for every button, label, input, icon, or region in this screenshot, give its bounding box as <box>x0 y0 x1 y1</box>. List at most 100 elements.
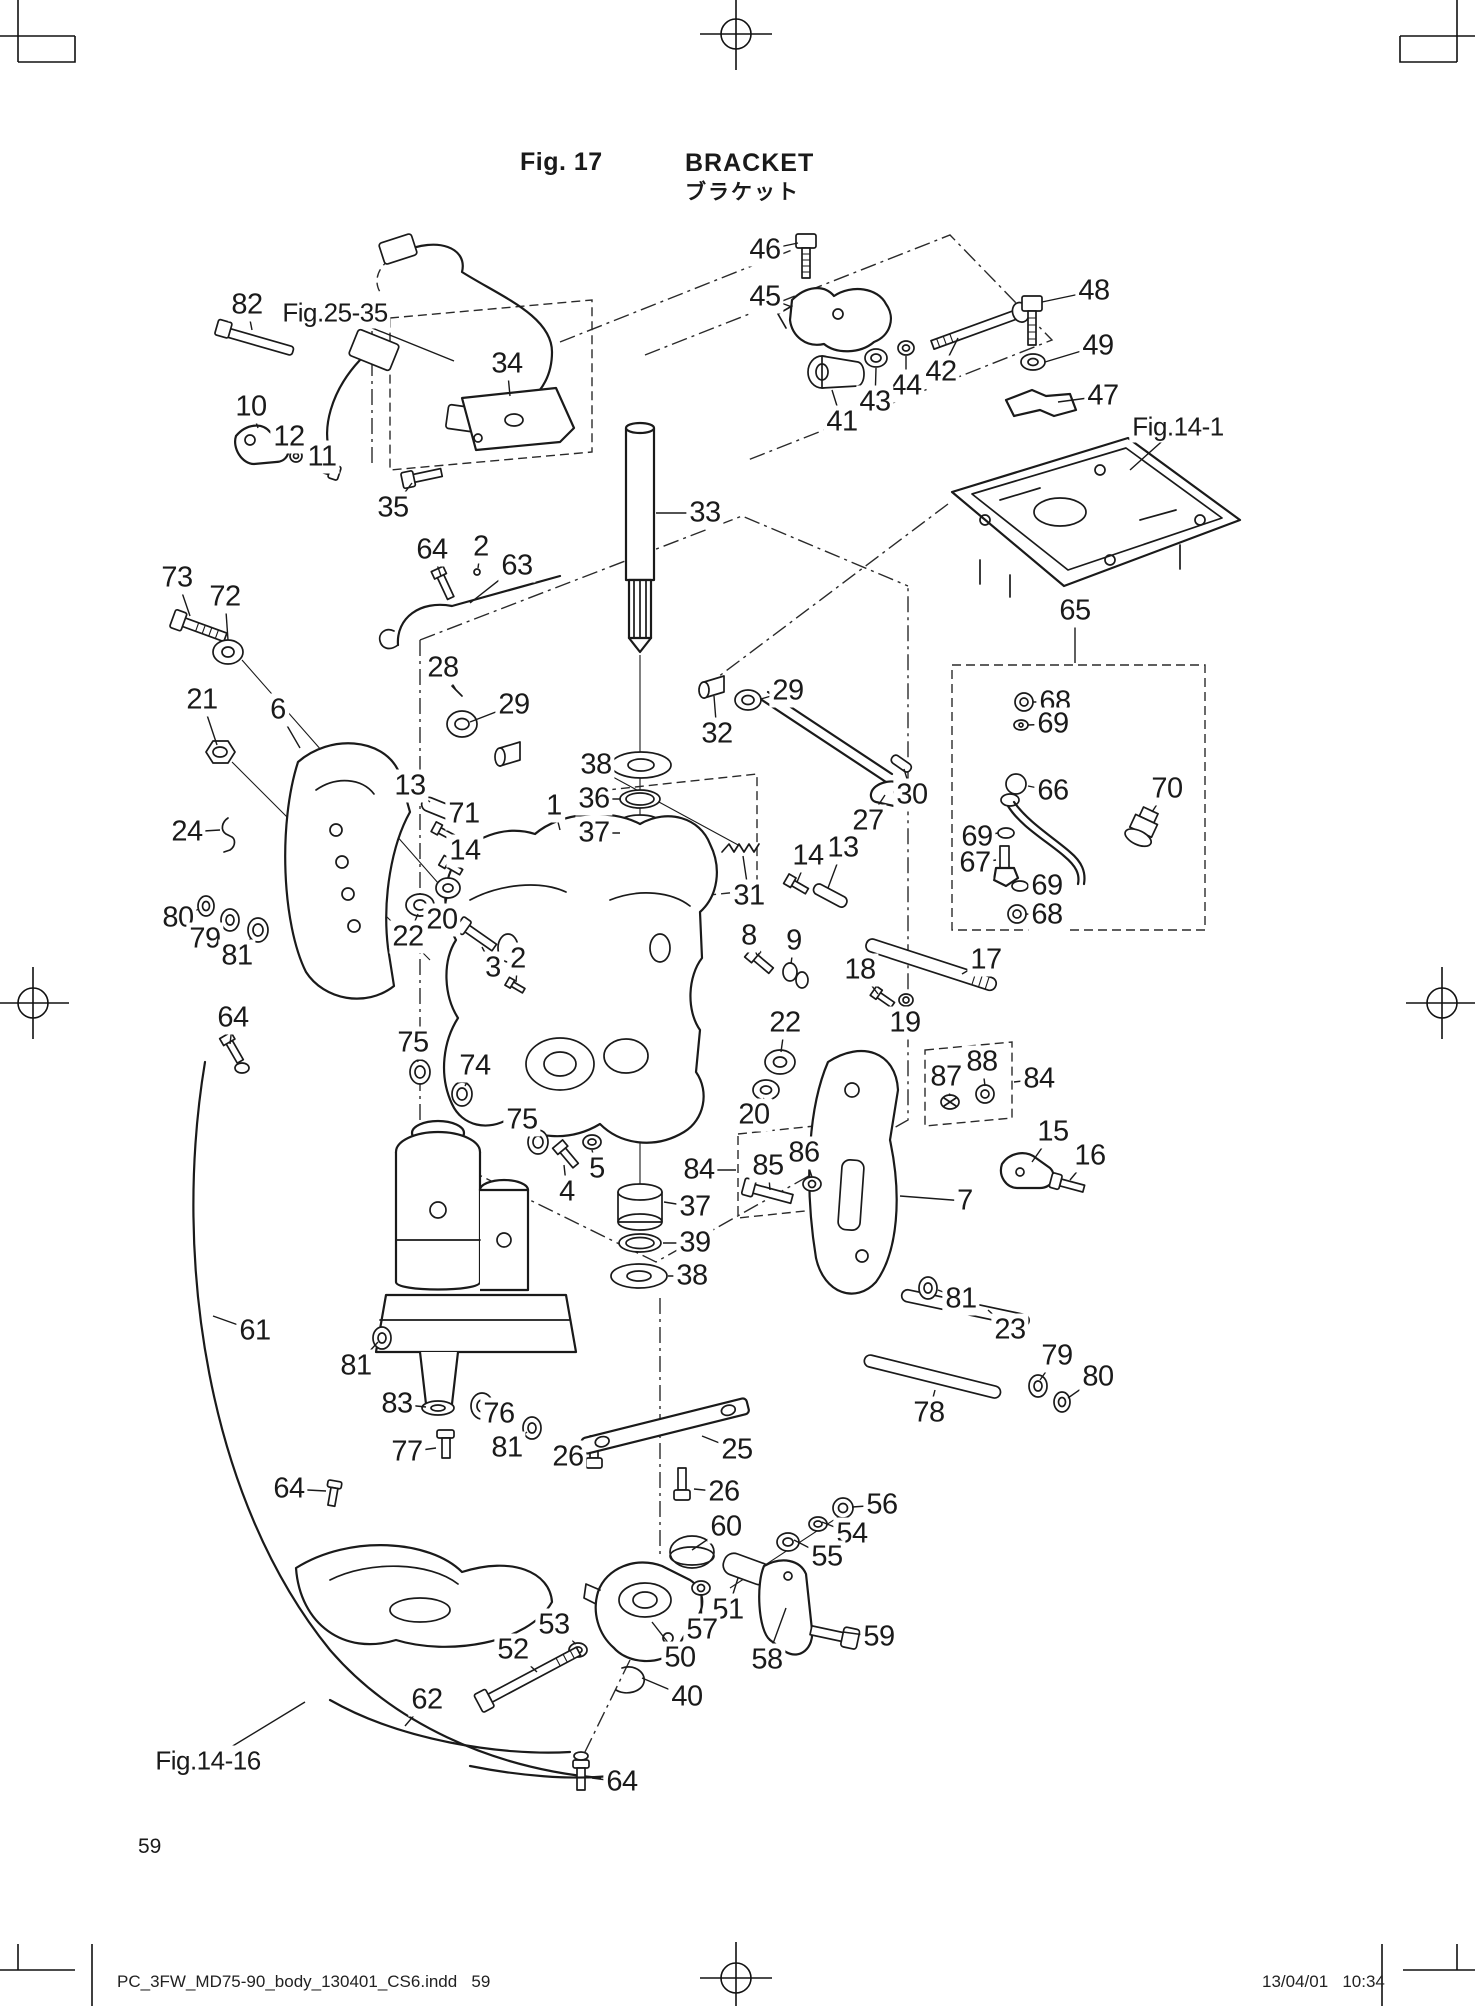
callout-79-57: 79 <box>186 922 224 956</box>
callout-84-71: 84 <box>1020 1062 1058 1096</box>
callout-83-85: 83 <box>378 1387 416 1421</box>
callout-34-12: 34 <box>488 347 526 381</box>
callout-48-4: 48 <box>1075 274 1113 308</box>
callout-79-94: 79 <box>1038 1339 1076 1373</box>
callout-69-41: 69 <box>1034 707 1072 741</box>
callout-69-46: 69 <box>1028 869 1066 903</box>
callout-23-93: 23 <box>991 1313 1029 1347</box>
callout-67-45: 67 <box>956 846 994 880</box>
callout-62-110: 62 <box>408 1683 446 1717</box>
leader-line-76 <box>899 1195 966 1202</box>
throttle-rod <box>378 565 562 650</box>
callout-42-7: 42 <box>922 355 960 389</box>
callout-4-68: 4 <box>556 1175 578 1209</box>
callout-56-98: 56 <box>863 1488 901 1522</box>
callout-59-108: 59 <box>860 1620 898 1654</box>
callout-37-32: 37 <box>575 816 613 850</box>
callout-15-74: 15 <box>1034 1115 1072 1149</box>
callout-21-26: 21 <box>183 683 221 717</box>
callout-75-66: 75 <box>503 1103 541 1137</box>
callout-70-43: 70 <box>1148 772 1186 806</box>
callout-13-50: 13 <box>824 831 862 865</box>
callout-5-67: 5 <box>586 1152 608 1186</box>
callout-41-9: 41 <box>823 405 861 439</box>
callout-63-20: 63 <box>498 549 536 583</box>
callout-86-79: 86 <box>785 1136 823 1170</box>
bolt-48-group <box>1004 295 1078 418</box>
callout-45-1: 45 <box>746 280 784 314</box>
dashed-group-boxes <box>389 299 1206 1219</box>
callout-14-49: 14 <box>789 839 827 873</box>
callout-60-101: 60 <box>707 1510 745 1544</box>
callout-11-15: 11 <box>304 440 340 474</box>
washer-stack-lower <box>610 1183 668 1289</box>
callout-88-73: 88 <box>963 1045 1001 1079</box>
callout-26-89: 26 <box>549 1440 587 1474</box>
callout-65-21: 65 <box>1056 594 1094 628</box>
trim-mark-bottom-right <box>1381 1944 1475 2006</box>
callout-68-47: 68 <box>1028 898 1066 932</box>
callout-71-37: 71 <box>445 797 483 831</box>
callout-85-78: 85 <box>749 1149 787 1183</box>
callout-7-76: 7 <box>954 1184 976 1218</box>
steering-link-hardware <box>992 692 1159 924</box>
callout-10-13: 10 <box>232 390 270 424</box>
spring-and-pins-right <box>721 843 848 908</box>
callout-38-82: 38 <box>673 1259 711 1293</box>
callout-53-105: 53 <box>535 1608 573 1642</box>
callout-32-29: 32 <box>698 717 736 751</box>
callout-43-8: 43 <box>856 385 894 419</box>
callout-17-53: 17 <box>967 943 1005 977</box>
clamp-bracket-left <box>284 742 412 1000</box>
callout-75-64: 75 <box>394 1026 432 1060</box>
callout-40-109: 40 <box>668 1680 706 1714</box>
callout-82-2: 82 <box>228 288 266 322</box>
callout-13-36: 13 <box>391 769 429 803</box>
callout-33-17: 33 <box>686 496 724 530</box>
callout-87-72: 87 <box>927 1060 965 1094</box>
steering-shaft <box>624 421 656 654</box>
callout-31-48: 31 <box>730 879 768 913</box>
callout-46-0: 46 <box>746 233 784 267</box>
copilot-plate <box>294 1544 612 1779</box>
callout-24-39: 24 <box>168 815 206 849</box>
callout-74-65: 74 <box>456 1049 494 1083</box>
callout-55-100: 55 <box>808 1540 846 1574</box>
trim-mark-bottom-center <box>700 1942 772 2006</box>
callout-12-14: 12 <box>270 420 308 454</box>
trim-mark-middle-left <box>0 967 69 1039</box>
callout-57-103: 57 <box>683 1613 721 1647</box>
callout-73-22: 73 <box>158 561 196 595</box>
callout-25-90: 25 <box>718 1433 756 1467</box>
callout-77-87: 77 <box>388 1435 426 1469</box>
callout-29-25: 29 <box>495 688 533 722</box>
trim-mark-bottom-left <box>0 1944 93 2006</box>
cable-and-bolt-left <box>192 1031 602 1780</box>
callout-16-75: 16 <box>1071 1139 1109 1173</box>
callout-28-24: 28 <box>424 651 462 685</box>
callout-81-84: 81 <box>337 1349 375 1383</box>
callout-81-92: 81 <box>942 1282 980 1316</box>
callout-80-95: 80 <box>1079 1360 1117 1394</box>
mounting-plate <box>950 436 1242 598</box>
callout-fig-14-1-11: Fig.14-1 <box>1129 411 1227 443</box>
callout-2-62: 2 <box>507 942 529 976</box>
callout-19-55: 19 <box>886 1006 924 1040</box>
callout-9-52: 9 <box>783 924 805 958</box>
callout-3-61: 3 <box>482 951 504 985</box>
callout-14-38: 14 <box>446 834 484 868</box>
small-hardware-boxes <box>740 1084 1086 1205</box>
cable-tie <box>214 318 295 356</box>
callout-26-91: 26 <box>705 1475 743 1509</box>
callout-64-112: 64 <box>603 1765 641 1799</box>
callout-52-106: 52 <box>494 1633 532 1667</box>
footer-filename: PC_3FW_MD75-90_body_130401_CS6.indd 59 <box>117 1972 491 1991</box>
page-number: 59 <box>138 1835 162 1858</box>
figure-number: Fig. 17 <box>520 148 603 176</box>
callout-78-96: 78 <box>910 1396 948 1430</box>
callout-64-63: 64 <box>214 1001 252 1035</box>
figure-title-en: BRACKET <box>685 149 815 177</box>
callout-29-28: 29 <box>769 674 807 708</box>
callout-30-35: 30 <box>893 778 931 812</box>
